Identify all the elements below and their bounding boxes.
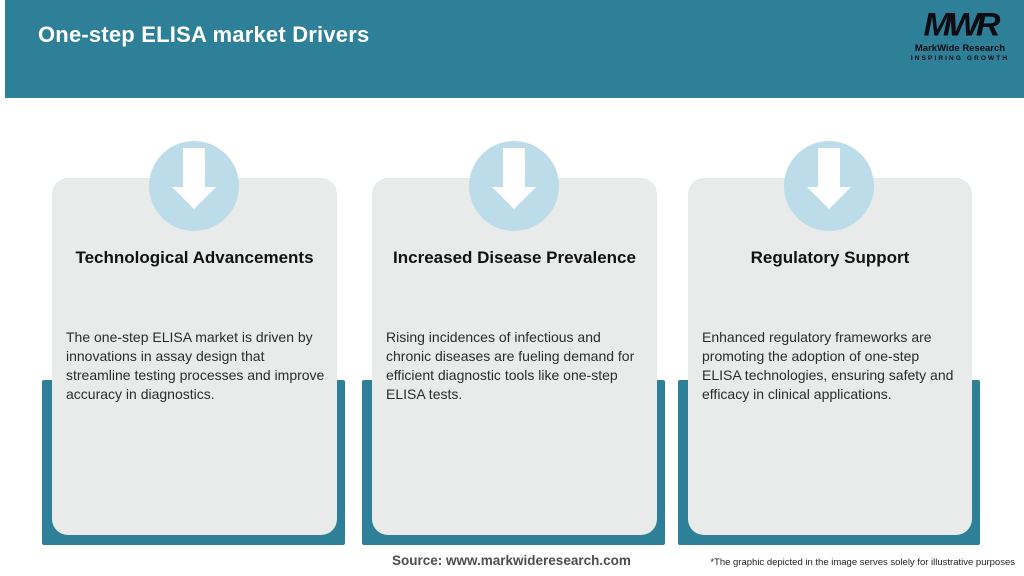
page-title: One-step ELISA market Drivers <box>38 22 370 47</box>
logo-monogram: MWR <box>923 6 1001 44</box>
down-arrow-icon <box>784 141 874 231</box>
card-body-text: Rising incidences of infectious and chro… <box>386 329 635 402</box>
markwide-logo: MWR MarkWide Research INSPIRING GROWTH <box>908 6 1012 62</box>
source-text: Source: www.markwideresearch.com <box>392 553 631 568</box>
card-title: Technological Advancements <box>75 248 314 267</box>
down-arrow-icon <box>468 141 559 231</box>
disclaimer-text: *The graphic depicted in the image serve… <box>710 557 1015 568</box>
card-title: Increased Disease Prevalence <box>393 248 636 267</box>
driver-card-technological-advancements: Technological Advancements The one-step … <box>42 141 345 545</box>
logo-tagline: INSPIRING GROWTH <box>910 54 1010 62</box>
card-panel: Technological Advancements The one-step … <box>52 178 337 535</box>
card-body-text: The one-step ELISA market is driven by i… <box>66 329 325 402</box>
card-title: Regulatory Support <box>750 248 910 267</box>
header-bar: One-step ELISA market Drivers MWR MarkWi… <box>5 0 1024 98</box>
card-body-text: Enhanced regulatory frameworks are promo… <box>702 329 954 402</box>
card-panel: Increased Disease Prevalence Rising inci… <box>372 178 657 535</box>
card-panel: Regulatory Support Enhanced regulatory f… <box>688 178 972 535</box>
driver-card-regulatory-support: Regulatory Support Enhanced regulatory f… <box>678 141 980 545</box>
down-arrow-icon <box>148 141 239 231</box>
logo-company-name: MarkWide Research <box>914 42 1006 54</box>
driver-card-increased-disease-prevalence: Increased Disease Prevalence Rising inci… <box>362 141 665 545</box>
